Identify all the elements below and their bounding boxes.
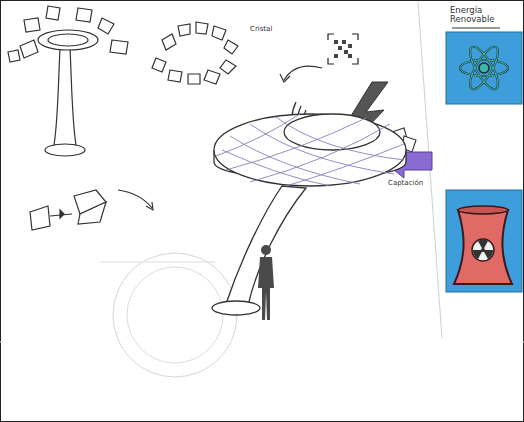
part-name: Cristal	[250, 26, 272, 34]
part-name: Captación	[388, 180, 423, 188]
panel-heading: Energía Renovable	[450, 6, 510, 25]
